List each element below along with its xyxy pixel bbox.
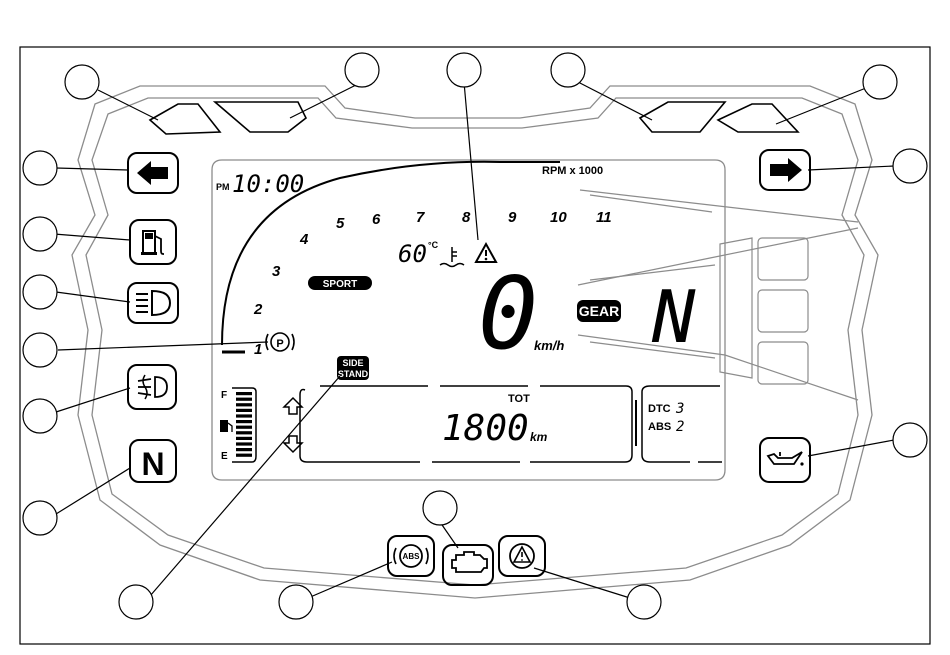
engine-check-icon bbox=[443, 545, 493, 585]
fuel-pump-icon bbox=[130, 220, 176, 264]
fuel-pump-small-icon bbox=[220, 420, 232, 432]
fuel-bar-segment bbox=[236, 398, 252, 401]
left-indicator-icon bbox=[128, 153, 178, 193]
odometer-unit: km bbox=[530, 430, 548, 444]
callout-circle bbox=[345, 53, 379, 87]
callout-circle bbox=[23, 501, 57, 535]
rpm-tick: 6 bbox=[372, 211, 381, 228]
callout-circle bbox=[23, 275, 57, 309]
callout-circles bbox=[23, 53, 927, 619]
speed-value: 0 bbox=[478, 255, 538, 372]
callout-circle bbox=[23, 151, 57, 185]
callout-circle bbox=[627, 585, 661, 619]
clock-prefix: PM bbox=[216, 182, 230, 192]
dtc-label: DTC bbox=[648, 403, 671, 415]
rpm-tick: 4 bbox=[299, 231, 309, 248]
side-stand-line1: SIDE bbox=[342, 358, 363, 368]
general-warning-icon bbox=[499, 536, 545, 576]
fuel-bar-segment bbox=[236, 454, 252, 457]
gear-segments bbox=[720, 238, 808, 384]
mode-label: SPORT bbox=[323, 279, 357, 290]
side-stand-line2: STAND bbox=[338, 369, 369, 379]
high-beam-icon bbox=[128, 283, 178, 323]
callout-circle bbox=[423, 491, 457, 525]
callout-circle bbox=[23, 333, 57, 367]
fuel-bar-segment bbox=[236, 409, 252, 412]
clock-time: 10:00 bbox=[232, 170, 304, 198]
fuel-bar-segment bbox=[236, 431, 252, 434]
coolant-temp: 60 bbox=[398, 240, 427, 268]
abs-warning-icon: ABS bbox=[388, 536, 434, 576]
rpm-tick: 8 bbox=[462, 209, 471, 226]
odometer-label: TOT bbox=[508, 393, 530, 405]
coolant-temp-icon bbox=[440, 247, 464, 267]
fuel-bar-segment bbox=[236, 442, 252, 445]
rpm-tick: 9 bbox=[508, 209, 517, 226]
right-indicator-icon bbox=[760, 150, 810, 190]
odometer-value: 1800 bbox=[442, 408, 529, 449]
fuel-bar-segment bbox=[236, 426, 252, 429]
oil-pressure-icon bbox=[760, 438, 810, 482]
svg-text:ABS: ABS bbox=[403, 552, 421, 561]
svg-text:N: N bbox=[141, 446, 164, 482]
callout-circle bbox=[279, 585, 313, 619]
callout-circle bbox=[23, 399, 57, 433]
callout-circle bbox=[893, 149, 927, 183]
fuel-bar-segment bbox=[236, 392, 252, 395]
neutral-icon: N bbox=[130, 440, 176, 482]
callout-circle bbox=[23, 217, 57, 251]
rpm-tick: 7 bbox=[416, 209, 425, 226]
rpm-tick: 1 bbox=[254, 341, 262, 358]
rpm-tick: 3 bbox=[272, 263, 281, 280]
fuel-gauge: F E bbox=[220, 388, 256, 462]
gear-value: N bbox=[651, 275, 696, 359]
callout-circle bbox=[551, 53, 585, 87]
gear-label: GEAR bbox=[579, 303, 619, 319]
fuel-bar-segment bbox=[236, 403, 252, 406]
fuel-bar-segment bbox=[236, 420, 252, 423]
callout-circle bbox=[893, 423, 927, 457]
rpm-tick: 5 bbox=[336, 215, 345, 232]
abs-label: ABS bbox=[648, 421, 671, 433]
dtc-value: 3 bbox=[675, 401, 684, 417]
gear-area bbox=[578, 190, 858, 400]
rpm-tick: 2 bbox=[253, 301, 263, 318]
rpm-tick: 10 bbox=[550, 209, 567, 226]
rpm-scale-label: RPM x 1000 bbox=[542, 165, 603, 177]
callout-circle bbox=[65, 65, 99, 99]
fuel-full-label: F bbox=[221, 390, 227, 401]
abs-value: 2 bbox=[676, 419, 684, 435]
rpm-tick-labels: 1 2 3 4 5 6 7 8 9 10 11 bbox=[253, 209, 612, 358]
fuel-empty-label: E bbox=[221, 451, 228, 462]
fuel-bar-segment bbox=[236, 448, 252, 451]
svg-text:P: P bbox=[276, 338, 283, 350]
speed-unit: km/h bbox=[534, 338, 564, 353]
fuel-bar-segment bbox=[236, 437, 252, 440]
callout-circle bbox=[447, 53, 481, 87]
callout-circle bbox=[863, 65, 897, 99]
callout-circle bbox=[119, 585, 153, 619]
rpm-tick: 11 bbox=[596, 209, 612, 226]
parking-brake-icon: P bbox=[266, 333, 294, 351]
fog-light-icon bbox=[128, 365, 176, 409]
fuel-bar-segment bbox=[236, 414, 252, 417]
coolant-unit: °C bbox=[428, 240, 439, 250]
